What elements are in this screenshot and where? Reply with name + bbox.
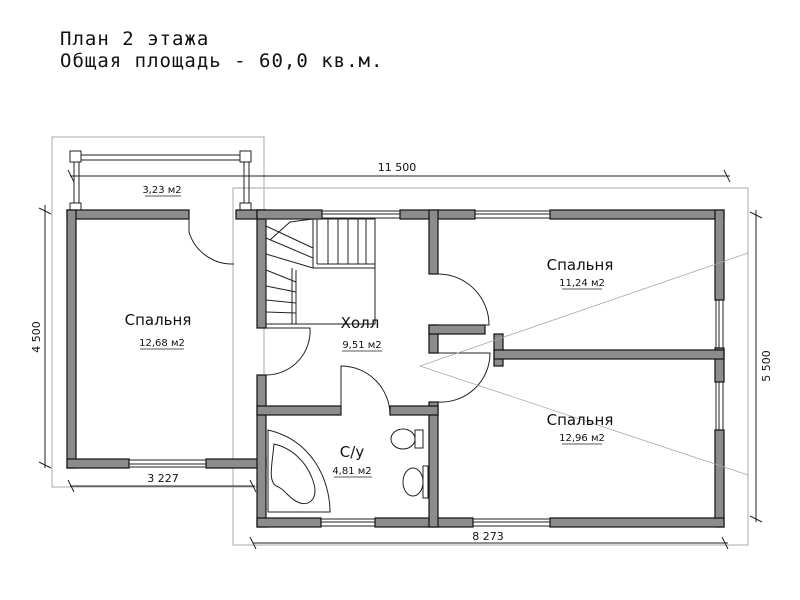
toilet xyxy=(390,428,416,450)
dimension-left-height: 4 500 xyxy=(30,321,43,353)
balcony-area: 3,23 м2 xyxy=(142,185,181,196)
room-area: 11,24 м2 xyxy=(559,278,605,289)
bathtub-inner xyxy=(270,443,316,505)
staircase xyxy=(265,218,376,325)
dimension-overall-width: 11 500 xyxy=(378,161,417,174)
doors xyxy=(188,219,491,416)
room-name: Спальня xyxy=(125,311,192,329)
balcony-railing xyxy=(69,150,252,215)
dimension-main-width: 8 273 xyxy=(472,530,504,543)
bathroom-fixtures xyxy=(267,428,429,513)
windows xyxy=(129,210,724,527)
sink xyxy=(402,467,424,497)
room-name: Холл xyxy=(341,314,380,332)
dimension-right-height: 5 500 xyxy=(760,350,773,382)
room-area: 4,81 м2 xyxy=(332,466,371,477)
room-area: 12,96 м2 xyxy=(559,433,605,444)
dimension-left-width: 3 227 xyxy=(147,472,179,485)
room-name: С/у xyxy=(340,443,365,461)
room-area: 9,51 м2 xyxy=(342,340,381,351)
dimension-labels: 11 500 4 500 5 500 3 227 8 273 xyxy=(30,161,773,543)
walls xyxy=(66,209,725,528)
room-labels: Спальня 12,68 м2 Холл 9,51 м2 Спальня 11… xyxy=(125,185,614,478)
room-name: Спальня xyxy=(547,411,614,429)
plan-title: План 2 этажа xyxy=(60,28,210,50)
plan-subtitle: Общая площадь - 60,0 кв.м. xyxy=(60,50,384,72)
room-area: 12,68 м2 xyxy=(139,338,185,349)
room-name: Спальня xyxy=(547,256,614,274)
dimension-lines xyxy=(38,169,763,550)
guide-lines xyxy=(419,252,749,476)
